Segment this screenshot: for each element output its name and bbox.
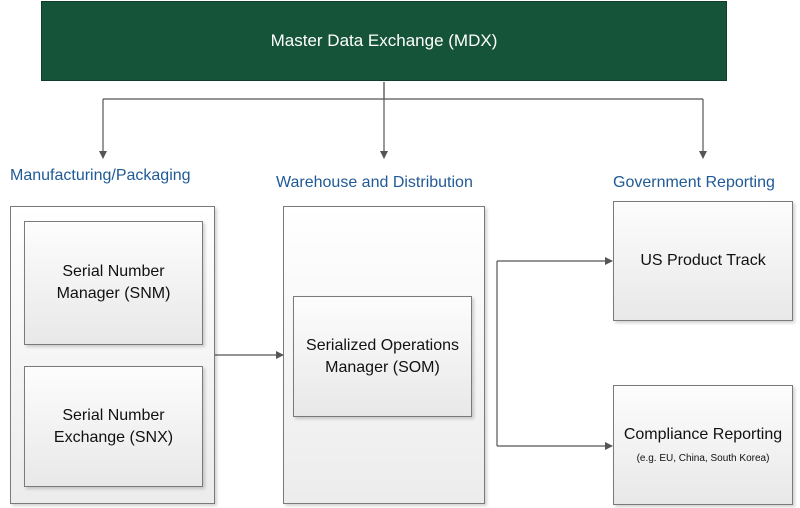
mdx-header: Master Data Exchange (MDX) [41, 1, 727, 81]
compliance-reporting-node: Compliance Reporting (e.g. EU, China, So… [613, 385, 793, 505]
compliance-reporting-label: Compliance Reporting [623, 426, 783, 443]
section-title-warehouse: Warehouse and Distribution [276, 174, 473, 191]
section-title-manufacturing: Manufacturing/Packaging [10, 167, 191, 184]
snm-label-line2: Manager (SNM) [56, 285, 171, 302]
section-title-government: Government Reporting [613, 174, 775, 191]
som-node: Serialized Operations Manager (SOM) [293, 296, 472, 417]
us-product-track-label: US Product Track [640, 252, 766, 269]
som-label-line2: Manager (SOM) [325, 358, 440, 376]
snx-label-line1: Serial Number [62, 406, 165, 424]
som-label-line1: Serialized Operations [306, 336, 459, 354]
snm-node: Serial Number Manager (SNM) [24, 221, 203, 345]
snm-label-line1: Serial Number [62, 263, 165, 280]
us-product-track-node: US Product Track [613, 201, 793, 321]
compliance-reporting-sublabel: (e.g. EU, China, South Korea) [636, 453, 770, 464]
mdx-title: Master Data Exchange (MDX) [270, 31, 498, 50]
snx-node: Serial Number Exchange (SNX) [24, 366, 203, 487]
snx-label-line2: Exchange (SNX) [53, 428, 174, 446]
